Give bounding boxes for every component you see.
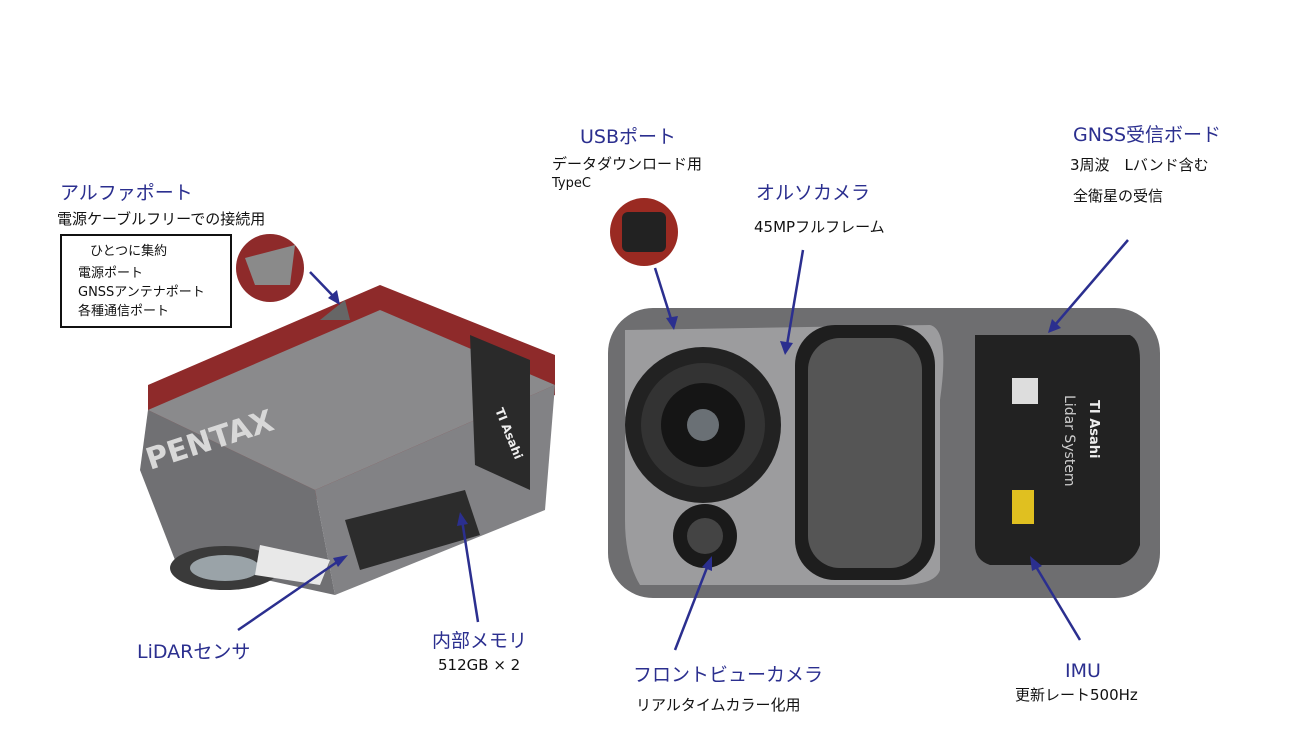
ortho-camera-desc: 45MPフルフレーム <box>754 218 885 236</box>
gnss-board-desc-2: 全衛星の受信 <box>1073 187 1164 205</box>
front-camera-desc: リアルタイムカラー化用 <box>636 696 801 714</box>
device-maker-label-front: TI Asahi <box>1086 400 1101 459</box>
imu-desc: 更新レート500Hz <box>1015 686 1138 704</box>
alpha-port-title: アルファポート <box>60 182 193 204</box>
imu-title: IMU <box>1065 660 1101 682</box>
gnss-board-title: GNSS受信ボード <box>1073 124 1222 146</box>
lidar-device-front-view: TI Asahi Lidar System <box>608 198 1160 598</box>
front-camera-title: フロントビューカメラ <box>633 664 824 686</box>
pointer-arrows <box>237 239 1129 651</box>
gnss-board-desc-1: 3周波 Lバンド含む <box>1070 156 1209 174</box>
alpha-box-heading: ひとつに集約 <box>90 244 168 259</box>
usb-port-type: TypeC <box>552 176 591 191</box>
usb-port-desc: データダウンロード用 <box>552 155 703 173</box>
lidar-sensor-title: LiDARセンサ <box>137 641 251 663</box>
alpha-box-item: 各種通信ポート <box>78 304 170 319</box>
alpha-port-desc: 電源ケーブルフリーでの接続用 <box>57 210 266 228</box>
device-product-label: Lidar System <box>1061 395 1077 487</box>
ortho-camera-title: オルソカメラ <box>756 182 871 204</box>
alpha-box-item: GNSSアンテナポート <box>78 285 205 300</box>
usb-port-title: USBポート <box>580 126 677 148</box>
lidar-device-side-view: TI Asahi PENTAX <box>140 234 555 595</box>
memory-desc: 512GB × 2 <box>438 656 521 674</box>
memory-title: 内部メモリ <box>432 630 528 652</box>
alpha-box-item: 電源ポート <box>78 266 144 281</box>
alpha-port-info-box: ひとつに集約 電源ポート GNSSアンテナポート 各種通信ポート <box>60 234 232 328</box>
